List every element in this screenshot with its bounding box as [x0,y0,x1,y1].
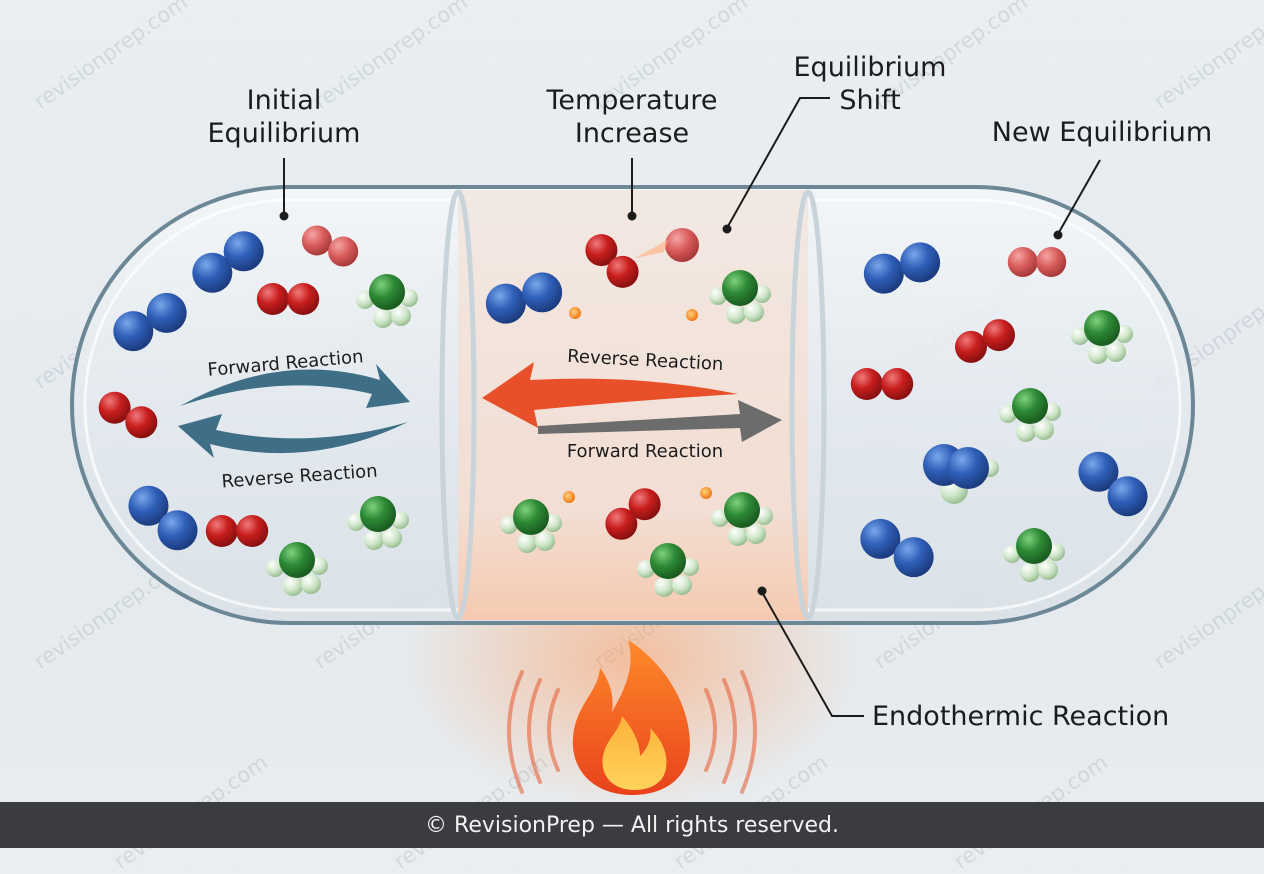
label-temperature-increase: Temperature Increase [546,85,718,149]
mid-forward-label: Forward Reaction [567,441,723,462]
red-diatomic-molecule [585,234,639,288]
label-new-equilibrium: New Equilibrium [991,117,1213,148]
label-endothermic-reaction: Endothermic Reaction [872,701,1170,732]
mid-forward-arrow [538,400,782,442]
blue-diatomic-molecule [113,292,187,352]
ammonia-molecule [999,388,1061,442]
red-diatomic-molecule [98,391,158,439]
ammonia-molecule [1071,310,1133,364]
red-diatomic-molecule [205,515,269,547]
ammonia-molecule [500,499,562,553]
copyright-footer: © RevisionPrep — All rights reserved. [0,802,1264,848]
red-diatomic-molecule [954,319,1016,363]
ammonia-molecule [709,270,771,324]
leader-lines [279,97,1101,717]
red-diatomic-molecule [256,283,320,315]
label-initial-equilibrium: Initial Equilibrium [207,85,361,149]
ammonia-molecule [356,274,418,328]
blue-diatomic-molecule [192,231,264,293]
ammonia-molecule [1003,528,1065,582]
blue-diatomic-molecule [860,518,934,578]
ammonia-molecule [637,543,699,597]
flame-icon [507,640,757,795]
molecules [98,225,1148,597]
left-reverse-arrow [178,414,408,458]
ammonia-molecule [711,492,773,546]
heat-sparks [563,240,712,503]
red-diatomic-molecule [605,488,661,540]
blue-diatomic-molecule [485,272,563,324]
label-equilibrium-shift: Equilibrium Shift [793,52,947,116]
blue-diatomic-molecule [923,444,999,504]
ammonia-molecule [266,542,328,596]
left-divider [439,189,477,621]
ammonia-molecule [347,496,409,550]
red-diatomic-molecule [301,225,359,267]
left-forward-arrow [180,364,410,408]
equilibrium-diagram: Forward Reaction Reverse Reaction Revers… [70,97,1195,810]
red-diatomic-molecule [1007,247,1067,277]
blue-diatomic-molecule [128,485,198,551]
blue-diatomic-molecule [1078,451,1148,517]
red-diatomic-molecule [850,368,914,400]
right-divider [789,189,827,621]
blue-diatomic-molecule [863,242,941,294]
mid-reverse-arrow [482,362,738,428]
capsule-inner-rim [83,198,1182,612]
